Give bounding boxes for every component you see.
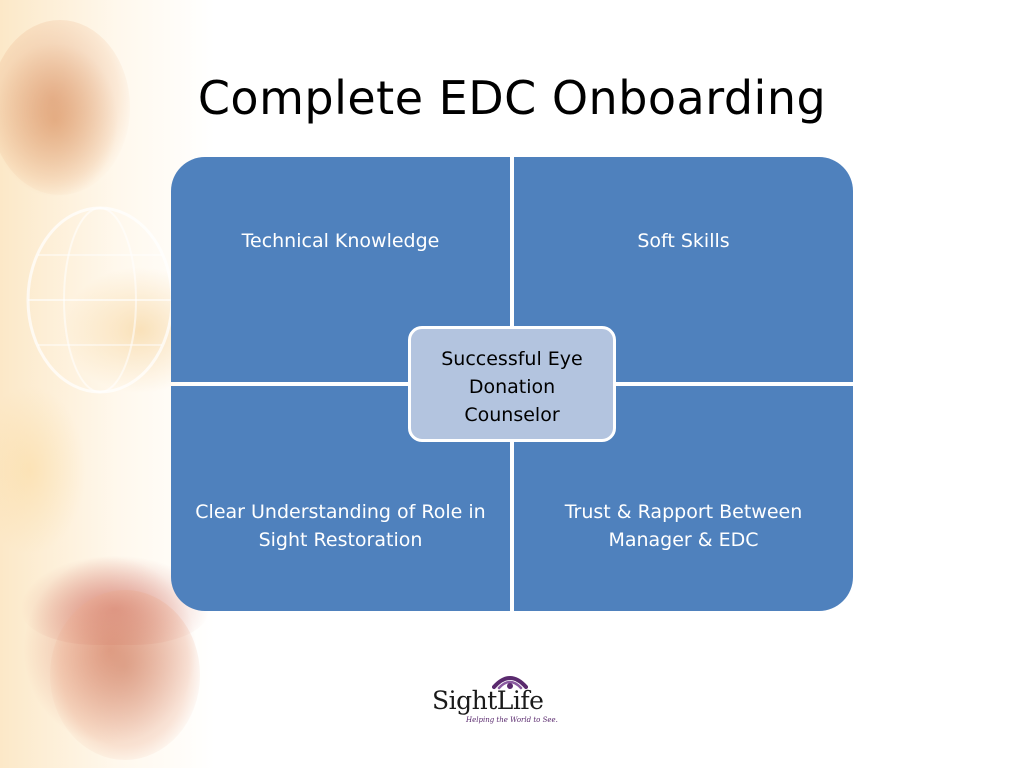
quadrant-top-right-label: Soft Skills <box>637 230 730 252</box>
slide-title: Complete EDC Onboarding <box>197 71 827 125</box>
decorative-globe <box>26 206 174 394</box>
sightlife-logo: SightLife Helping the World to See. <box>432 672 558 730</box>
decorative-face-bottom <box>50 590 200 760</box>
logo-wordmark: SightLife <box>432 686 544 715</box>
quadrant-bottom-left-label: Clear Understanding of Role in Sight Res… <box>195 501 486 551</box>
quadrant-bottom-right-label: Trust & Rapport Between Manager & EDC <box>564 501 803 551</box>
center-goal-label: Successful Eye Donation Counselor <box>441 348 583 426</box>
quadrant-top-left-label: Technical Knowledge <box>241 230 440 252</box>
logo-tagline: Helping the World to See. <box>466 716 558 724</box>
center-goal-box: Successful Eye Donation Counselor <box>408 326 616 442</box>
decorative-face-top <box>0 20 130 195</box>
quadrant-matrix: Technical Knowledge Soft Skills Clear Un… <box>171 157 853 611</box>
eye-arc-icon <box>492 676 528 690</box>
